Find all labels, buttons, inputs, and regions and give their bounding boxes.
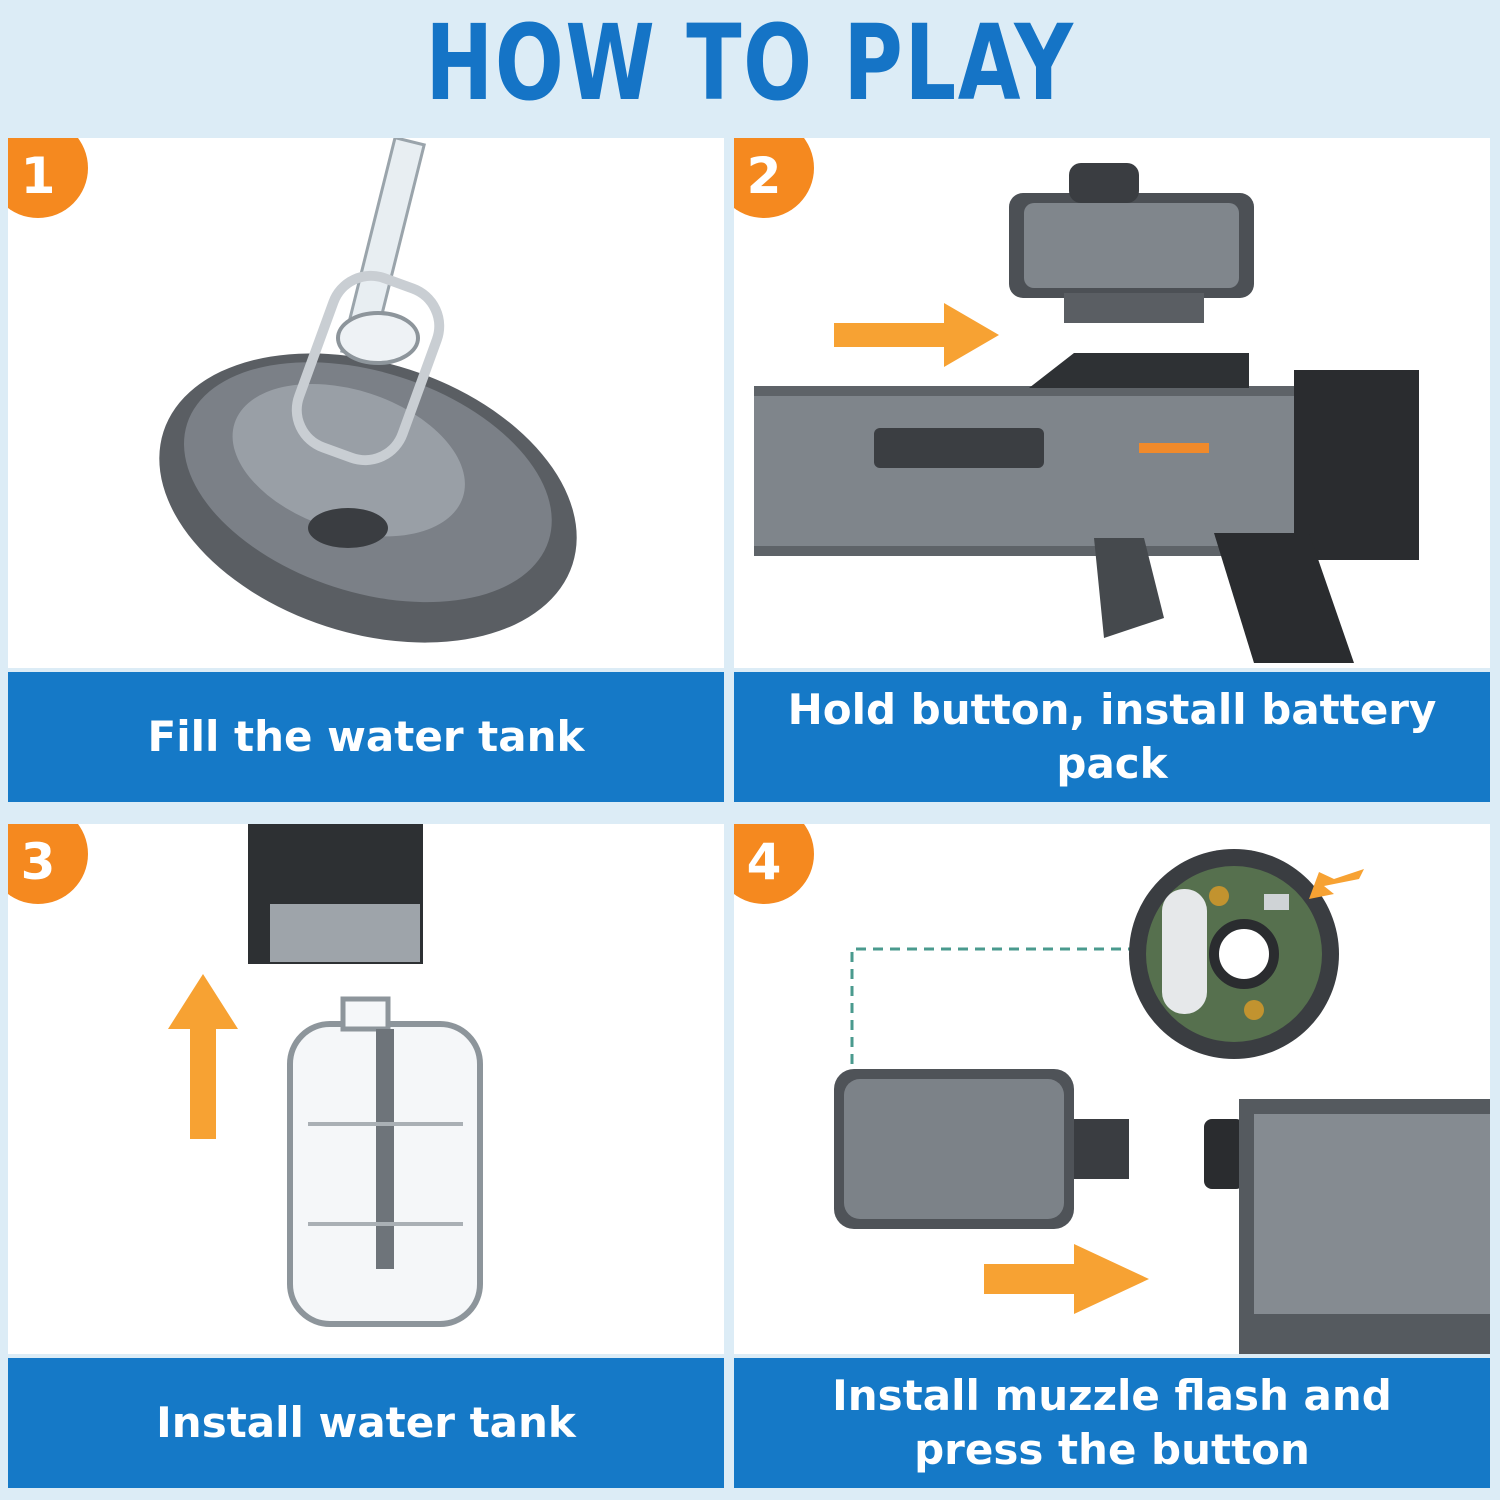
water-tank-install-illustration xyxy=(168,824,483,1327)
water-tank-filling-illustration xyxy=(159,138,577,643)
orange-arrow-icon xyxy=(168,974,238,1139)
orange-arrow-icon xyxy=(1309,869,1364,899)
orange-arrow-icon xyxy=(834,303,999,367)
page-title: HOW TO PLAY xyxy=(425,2,1075,124)
step-1-panel: 1 xyxy=(8,138,724,668)
step-4-caption: Install muzzle flash and press the butto… xyxy=(734,1358,1490,1488)
step-1-badge: 1 xyxy=(8,138,88,218)
step-2-caption: Hold button, install battery pack xyxy=(734,672,1490,802)
orange-arrow-icon xyxy=(984,1244,1149,1314)
muzzle-flash-install-illustration xyxy=(834,849,1490,1354)
step-3-caption: Install water tank xyxy=(8,1358,724,1488)
step-3-panel: 3 xyxy=(8,824,724,1354)
step-4-panel: 4 xyxy=(734,824,1490,1354)
step-2-panel: 2 xyxy=(734,138,1490,668)
battery-pack-install-illustration xyxy=(754,163,1419,663)
step-1-caption: Fill the water tank xyxy=(8,672,724,802)
